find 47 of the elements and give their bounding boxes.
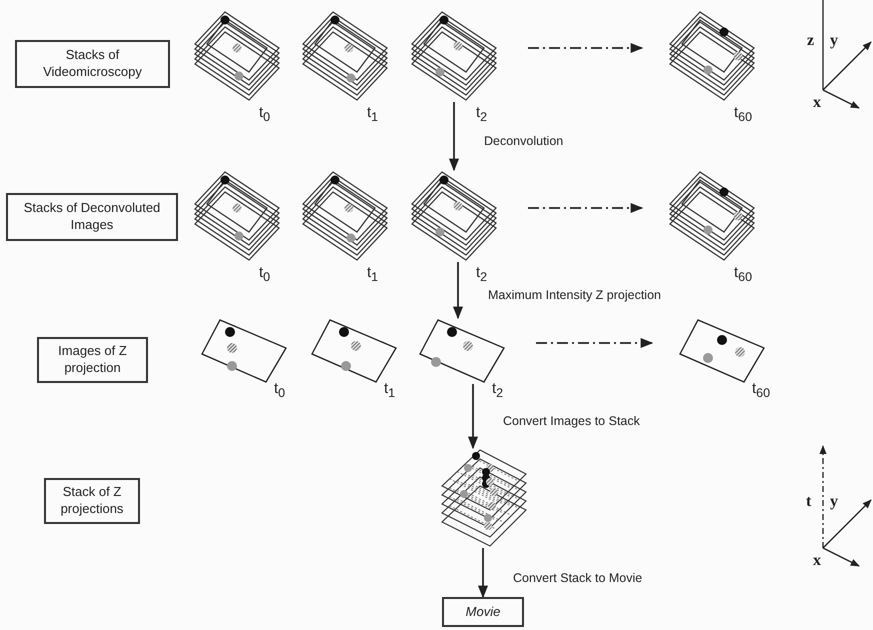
image-frame-drawing [200, 318, 288, 384]
arrow [448, 102, 460, 172]
image-stack-drawing [668, 10, 756, 102]
axis-label: t [806, 493, 812, 511]
time-label: t$_{1}$ [367, 104, 378, 124]
edge-label: Convert Stack to Movie [511, 570, 644, 584]
edge-label: Maximum Intensity Z projection [486, 288, 663, 302]
time-label: t$_{60}$ [734, 104, 752, 124]
time-label: t$_{1}$ [367, 264, 378, 284]
image-stack-drawing [440, 448, 528, 548]
time-label: t$_{2}$ [476, 104, 488, 124]
arrow [452, 262, 464, 320]
process-box: Stacks of Videomicroscopy [15, 40, 170, 88]
time-label: t$_{60}$ [752, 380, 770, 400]
image-stack-drawing [301, 170, 389, 262]
arrow [528, 42, 644, 54]
image-stack-drawing [410, 170, 498, 262]
image-frame-drawing [310, 318, 398, 384]
image-stack-drawing [301, 10, 389, 102]
image-stack-drawing [410, 10, 498, 102]
image-stack-drawing [193, 10, 281, 102]
image-frame-drawing [418, 318, 506, 384]
axis-label: y [830, 493, 838, 511]
arrow [468, 384, 478, 450]
image-frame-drawing [678, 318, 766, 384]
time-label: t$_{0}$ [259, 264, 270, 284]
axis-label: z [807, 32, 814, 50]
time-label: t$_{2}$ [476, 264, 488, 284]
arrow [528, 202, 644, 214]
time-label: t$_{0}$ [274, 380, 286, 400]
edge-label: Convert Images to Stack [501, 414, 642, 428]
arrow [536, 338, 654, 348]
edge-label: Deconvolution [482, 134, 566, 148]
time-label: t$_{0}$ [259, 104, 270, 124]
process-box: Stacks of Deconvoluted Images [6, 193, 178, 241]
process-box: Images of Z projection [37, 337, 148, 383]
process-box: Stack of Z projections [44, 478, 140, 524]
image-stack-drawing [668, 170, 756, 262]
axis-label: x [813, 552, 821, 570]
time-label: t$_{60}$ [734, 264, 752, 284]
axis-label: x [813, 94, 821, 112]
time-label: t$_{2}$ [492, 380, 504, 400]
axis-label: y [830, 32, 838, 50]
process-box: Movie [442, 597, 524, 627]
image-stack-drawing [193, 170, 281, 262]
arrow [478, 548, 488, 598]
time-label: t$_{1}$ [384, 380, 396, 400]
